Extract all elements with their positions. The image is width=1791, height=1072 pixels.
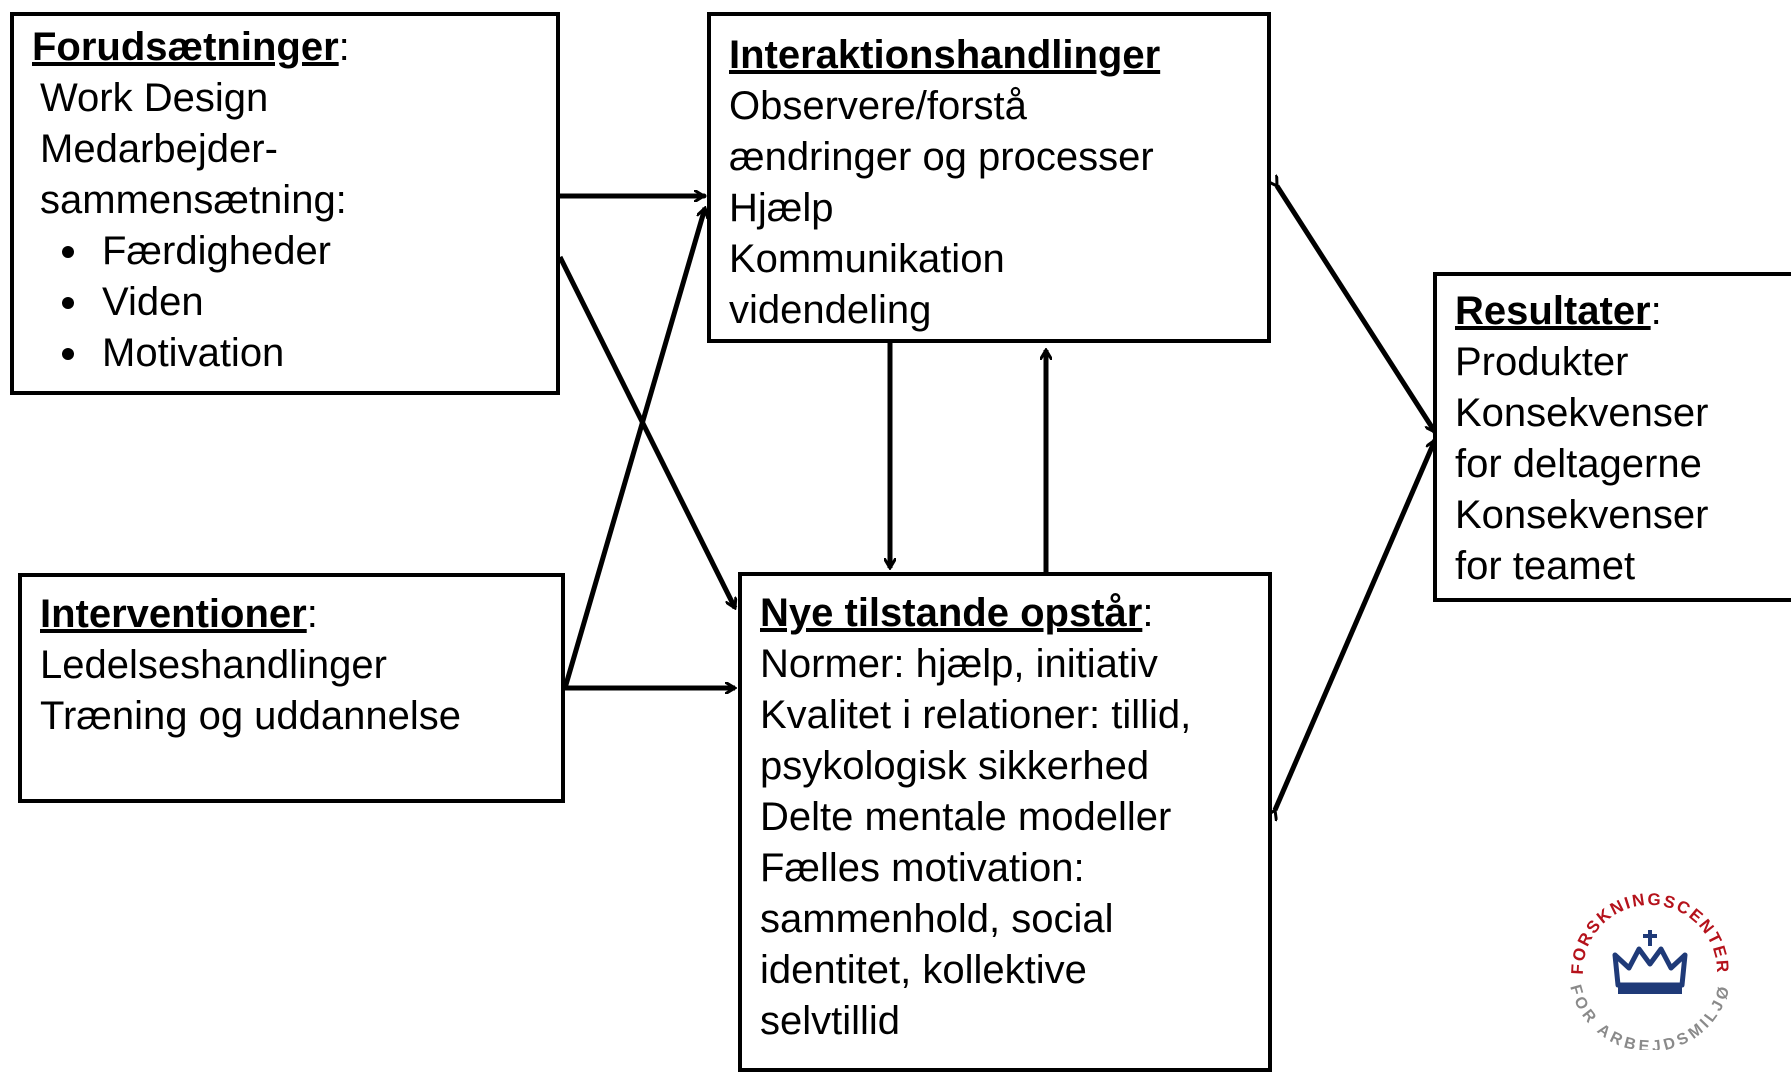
emergent-states-heading: Nye tilstande opstår <box>760 591 1143 635</box>
emergent-states-line: Fælles motivation: <box>760 846 1085 890</box>
interactions-line: ændringer og processer <box>729 135 1154 179</box>
arrow-states-outcomes <box>1275 440 1435 810</box>
preconditions-heading: Forudsætninger <box>32 25 339 69</box>
interventions-heading-line: Interventioner: <box>40 589 543 640</box>
preconditions-line: Medarbejder- <box>40 127 278 171</box>
interactions-heading-line: Interaktionshandlinger <box>729 30 1249 81</box>
emergent-states-line: Normer: hjælp, initiativ <box>760 642 1158 686</box>
bullet-item: Færdigheder <box>32 226 538 277</box>
interactions-line: videndeling <box>729 288 932 332</box>
interactions-line: Observere/forstå <box>729 84 1027 128</box>
preconditions-line: sammensætning: <box>40 178 347 222</box>
outcomes-heading: Resultater <box>1455 289 1651 333</box>
preconditions-heading-line: Forudsætninger: <box>32 22 538 73</box>
preconditions-line: Work Design <box>40 76 269 120</box>
research-centre-logo: FORSKNINGSCENTER FOR ARBEJDSMILJØ <box>1566 890 1732 1050</box>
arrow-interventions-to-interactions <box>562 208 705 689</box>
outcomes-line: Konsekvenser <box>1455 493 1709 537</box>
outcomes-heading-line: Resultater: <box>1455 286 1781 337</box>
interactions-heading: Interaktionshandlinger <box>729 33 1161 77</box>
interventions-line: Træning og uddannelse <box>40 694 462 738</box>
interventions-heading: Interventioner <box>40 592 307 636</box>
interactions-line: Hjælp <box>729 186 834 230</box>
emergent-states-line: psykologisk sikkerhed <box>760 744 1150 788</box>
crown-icon <box>1612 930 1688 994</box>
preconditions-bullet-list: Færdigheder Viden Motivation <box>32 226 538 379</box>
arrow-preconditions-to-states <box>557 255 735 608</box>
interventions-box: Interventioner: Ledelseshandlinger Træni… <box>18 573 565 803</box>
outcomes-line: for deltagerne <box>1455 442 1702 486</box>
emergent-states-line: Kvalitet i relationer: tillid, <box>760 693 1192 737</box>
bullet-item: Viden <box>32 277 538 328</box>
heading-colon: : <box>338 25 350 69</box>
heading-colon: : <box>306 592 318 636</box>
emergent-states-box: Nye tilstande opstår: Normer: hjælp, ini… <box>738 572 1272 1072</box>
emergent-states-line: identitet, kollektive <box>760 948 1087 992</box>
outcomes-line: Konsekvenser <box>1455 391 1709 435</box>
preconditions-box: Forudsætninger: Work Design Medarbejder-… <box>10 12 560 395</box>
bullet-item: Motivation <box>32 328 538 379</box>
heading-colon: : <box>1650 289 1662 333</box>
outcomes-line: Produkter <box>1455 340 1629 384</box>
outcomes-line: for teamet <box>1455 544 1636 588</box>
emergent-states-line: selvtillid <box>760 999 901 1043</box>
arrow-interactions-outcomes <box>1277 186 1438 432</box>
emergent-states-line: sammenhold, social <box>760 897 1114 941</box>
emergent-states-line: Delte mentale modeller <box>760 795 1172 839</box>
emergent-states-heading-line: Nye tilstande opstår: <box>760 588 1250 639</box>
interventions-line: Ledelseshandlinger <box>40 643 387 687</box>
interactions-line: Kommunikation <box>729 237 1005 281</box>
outcomes-box: Resultater: Produkter Konsekvenser for d… <box>1433 272 1791 602</box>
heading-colon: : <box>1142 591 1154 635</box>
interactions-box: Interaktionshandlinger Observere/forstå … <box>707 12 1271 343</box>
